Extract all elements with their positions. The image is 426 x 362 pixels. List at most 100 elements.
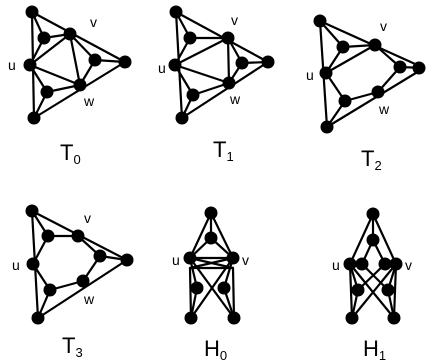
graph-t0-edge-11: [28, 63, 82, 87]
graph-t2: v u w T2: [306, 14, 426, 173]
graph-t3-label-w: w: [83, 291, 95, 307]
graph-t2-vertex-5: [393, 60, 407, 74]
graph-h1-label-v: v: [405, 257, 412, 273]
graph-t2-vertex-9: [320, 120, 334, 134]
graph-t1-edge-11: [173, 63, 231, 85]
graph-h0-edge-15: [189, 256, 235, 320]
graph-t0-vertex-5: [88, 53, 102, 67]
graph-t2-vertex-1: [313, 14, 327, 28]
graph-t0-vertex-7: [40, 85, 54, 99]
graph-h0-label-u: u: [172, 252, 180, 268]
graph-h0-title: H0: [204, 336, 227, 362]
graph-t2-edge-7: [324, 43, 377, 75]
graph-t0-vertex-4: [23, 58, 37, 72]
graph-t3-label-u: u: [12, 257, 20, 273]
graph-t1-nodes: [168, 5, 275, 125]
graph-t2-vertex-3: [368, 38, 382, 52]
graph-t2-vertex-4: [319, 66, 333, 80]
graph-t3-vertex-8: [76, 274, 90, 288]
graph-t0: v u w T0: [8, 5, 132, 167]
graph-h1-edge-12: [348, 262, 396, 320]
graph-t3-vertex-6: [120, 253, 134, 267]
graph-h0-vertex-5: [190, 281, 204, 295]
graph-t0-vertex-6: [118, 55, 132, 69]
graph-t1-vertex-8: [222, 76, 236, 90]
graph-t1-name: T: [213, 137, 226, 162]
graph-t3-name: T: [62, 333, 75, 358]
graph-t1-vertex-3: [221, 31, 235, 45]
graph-t0-edge-8: [68, 32, 82, 87]
graph-t3-subscript: 3: [75, 345, 82, 360]
graph-t3-label-v: v: [84, 210, 91, 226]
graph-h1-subscript: 1: [379, 348, 386, 362]
graph-t0-edge-3: [30, 10, 127, 64]
graph-t1-vertex-2: [183, 31, 197, 45]
graph-h1-vertex-8: [381, 283, 395, 297]
graph-t2-label-u: u: [306, 67, 314, 83]
graph-h0-edge-2: [188, 211, 213, 260]
graph-t2-nodes: [313, 14, 426, 134]
graph-t3: v u w T3: [12, 204, 134, 360]
graph-t0-edge-7: [28, 32, 72, 67]
graph-h1-edge-3: [371, 212, 398, 266]
graph-t0-label-v: v: [90, 14, 97, 30]
graph-h0-label-v: v: [242, 252, 249, 268]
graph-h0-subscript: 0: [220, 348, 227, 362]
graph-t3-title: T3: [62, 333, 83, 360]
graph-t1-label-w: w: [229, 91, 241, 107]
graph-t1-edge-7: [173, 36, 230, 67]
graph-t2-name: T: [361, 146, 374, 171]
graph-h1-vertex-10: [387, 311, 401, 325]
graph-t2-edges: [318, 19, 426, 129]
graph-h1-vertex-3: [343, 257, 357, 271]
graph-t2-vertex-7: [338, 94, 352, 108]
graph-t0-title: T0: [60, 140, 81, 167]
graph-h1-vertex-9: [345, 311, 359, 325]
graph-t2-subscript: 2: [374, 158, 381, 173]
graph-h0-edge-12: [188, 266, 193, 320]
graph-t1-vertex-7: [186, 88, 200, 102]
graph-t3-vertex-1: [25, 204, 39, 218]
graph-t1-label-v: v: [231, 12, 238, 28]
graph-h1-edge-13: [350, 262, 398, 320]
graph-t3-vertex-2: [41, 229, 55, 243]
graph-h0-nodes: [183, 206, 241, 325]
graph-h0-vertex-6: [217, 281, 231, 295]
graph-h1-title: H1: [363, 336, 386, 362]
graph-t3-nodes: [25, 204, 134, 325]
graph-t0-vertex-8: [73, 78, 87, 92]
graph-h1-vertex-2: [366, 233, 380, 247]
graph-h0-edge-13: [231, 266, 236, 320]
graph-h0-edges: [188, 211, 236, 320]
graph-t0-vertex-9: [27, 111, 41, 125]
graph-h0-name: H: [204, 336, 220, 361]
graph-t1-edge-8: [226, 36, 231, 85]
graph-h0-vertex-7: [184, 311, 198, 325]
graph-h1-nodes: [343, 207, 403, 325]
graph-h1-vertex-7: [351, 283, 365, 297]
graph-t3-vertex-4: [26, 257, 40, 271]
graph-h1: u v H1: [332, 207, 412, 362]
graph-t3-edge-2: [36, 258, 129, 320]
graph-h0-vertex-2: [204, 231, 218, 245]
graph-t3-vertex-5: [93, 249, 107, 263]
graph-h1-edge-2: [348, 212, 375, 266]
graph-h0-vertex-3: [183, 251, 197, 265]
graph-t2-label-w: w: [378, 101, 390, 117]
graph-t1-title: T1: [213, 137, 234, 164]
graph-t1-vertex-1: [169, 5, 183, 19]
graph-h0-edge-3: [209, 211, 235, 260]
graph-t2-vertex-8: [371, 85, 385, 99]
graph-h1-edge-11: [392, 262, 398, 320]
graph-t1: v u w T1: [158, 5, 275, 164]
graph-h0-vertex-8: [227, 311, 241, 325]
graph-t0-vertex-3: [63, 27, 77, 41]
graph-h1-vertex-6: [389, 257, 403, 271]
graph-t1-edge-2: [180, 60, 270, 120]
graph-t2-label-v: v: [380, 18, 387, 34]
graph-t0-edges: [28, 10, 127, 120]
graph-h0: u v H0: [172, 206, 249, 362]
graph-t0-name: T: [60, 140, 73, 165]
